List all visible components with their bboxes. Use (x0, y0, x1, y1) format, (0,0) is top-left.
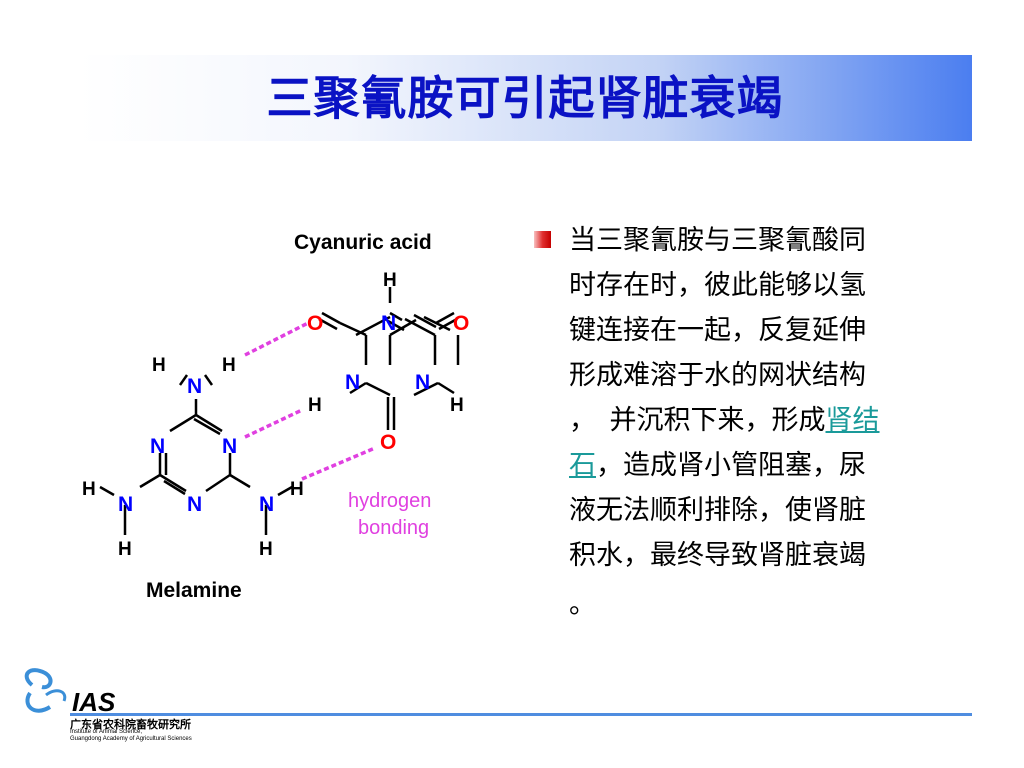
atom-n: N (118, 493, 133, 516)
atom-o: O (453, 312, 469, 335)
atom-o: O (307, 312, 323, 335)
bullet-line: 形成难溶于水的网状结构 (569, 360, 866, 391)
slide-title: 三聚氰胺可引起肾脏衰竭 (266, 71, 784, 125)
chemistry-figure: Cyanuric acid H N O O N N H H O H H N N … (82, 231, 469, 602)
logo-name-en: Institute of Animal Science, (70, 729, 143, 735)
bullet-square-icon (534, 231, 551, 248)
bullet-line: 积水，最终导致肾脏衰竭 (569, 540, 866, 571)
institute-logo: IAS 广东省农科院畜牧研究所 Institute of Animal Scie… (20, 665, 240, 745)
bullet-line: 石，造成肾小管阻塞，尿 (569, 443, 969, 488)
hydrogen-bonding-label: hydrogen (348, 490, 431, 512)
atom-h: H (308, 395, 322, 416)
atom-n: N (222, 435, 237, 458)
bullet-line: ， 并沉积下来，形成肾结 (569, 398, 969, 443)
bullet-line: 时存在时，彼此能够以氢 (569, 270, 866, 301)
ias-logo-icon: IAS (24, 668, 116, 717)
cyanuric-ring-bonds (318, 287, 460, 430)
atom-h: H (383, 270, 397, 291)
cyanuric-acid-label: Cyanuric acid (294, 231, 432, 254)
atom-n: N (150, 435, 165, 458)
logo-name-en: Guangdong Academy of Agricultural Scienc… (70, 736, 192, 742)
kidney-stone-link-cont[interactable]: 石 (569, 450, 596, 481)
bullet-line-text: ， 并沉积下来，形成 (569, 405, 826, 436)
logo-name-cn: 广东省农科院畜牧研究所 (70, 718, 191, 731)
melamine-ring-bonds (99, 374, 293, 535)
bullet-line: 当三聚氰胺与三聚氰酸同 (569, 225, 866, 256)
bullet-line-text: ，造成肾小管阻塞，尿 (596, 450, 866, 481)
title-bar: 三聚氰胺可引起肾脏衰竭 (78, 55, 972, 141)
atom-h: H (450, 395, 464, 416)
atom-n: N (345, 371, 360, 394)
bullet-line: 。 (569, 589, 596, 620)
footer-divider (70, 713, 972, 716)
atom-h: H (259, 539, 273, 560)
atom-n: N (415, 371, 430, 394)
logo-abbrev: IAS (72, 687, 116, 717)
atom-h: H (290, 479, 304, 500)
hydrogen-bonding-label: bonding (358, 517, 429, 539)
atom-n: N (259, 493, 274, 516)
kidney-stone-link[interactable]: 肾结 (825, 405, 880, 436)
atom-h: H (82, 479, 96, 500)
atom-o: O (380, 431, 396, 454)
melamine-label: Melamine (146, 579, 242, 602)
hydrogen-bond-lines (244, 321, 376, 481)
atom-h: H (222, 355, 236, 376)
bullet-line: 键连接在一起，反复延伸 (569, 315, 866, 346)
bullet-text: 当三聚氰胺与三聚氰酸同 时存在时，彼此能够以氢 键连接在一起，反复延伸 形成难溶… (569, 218, 969, 627)
atom-n: N (187, 375, 202, 398)
bullet-line: 液无法顺利排除，使肾脏 (569, 495, 866, 526)
melamine-cyanuric-diagram: Cyanuric acid H N O O N N H H O H H N N … (70, 205, 490, 615)
atom-h: H (152, 355, 166, 376)
atom-h: H (118, 539, 132, 560)
atom-n: N (187, 493, 202, 516)
atom-n: N (381, 312, 396, 335)
